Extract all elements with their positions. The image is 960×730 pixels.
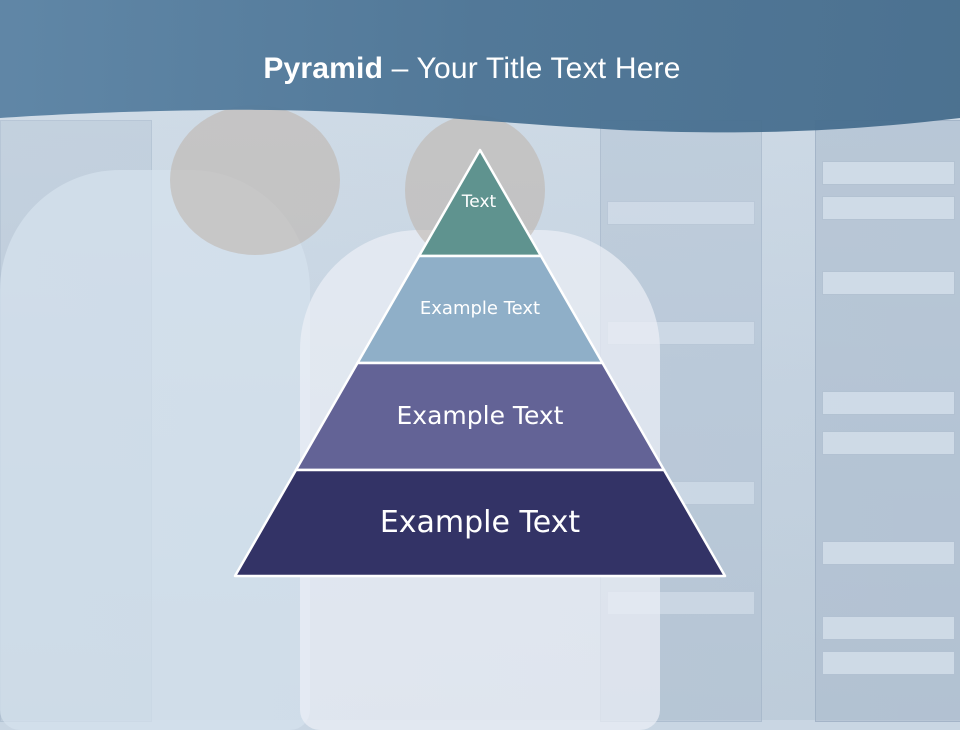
person-left	[0, 170, 310, 730]
pyramid-tier-2-label: Example Text	[419, 298, 541, 319]
pyramid-tier-4-label: Example Text	[379, 505, 581, 540]
server-rack	[815, 120, 960, 722]
pyramid-tier-3-label: Example Text	[396, 401, 564, 430]
slide-title: Pyramid – Your Title Text Here	[0, 52, 944, 86]
pyramid-tier-4	[233, 468, 727, 578]
title-rest: – Your Title Text Here	[383, 52, 681, 85]
person-left-head	[170, 105, 340, 255]
title-bold: Pyramid	[263, 52, 384, 85]
title-band	[0, 0, 960, 133]
pyramid-tier-1-label: Text	[461, 192, 497, 212]
